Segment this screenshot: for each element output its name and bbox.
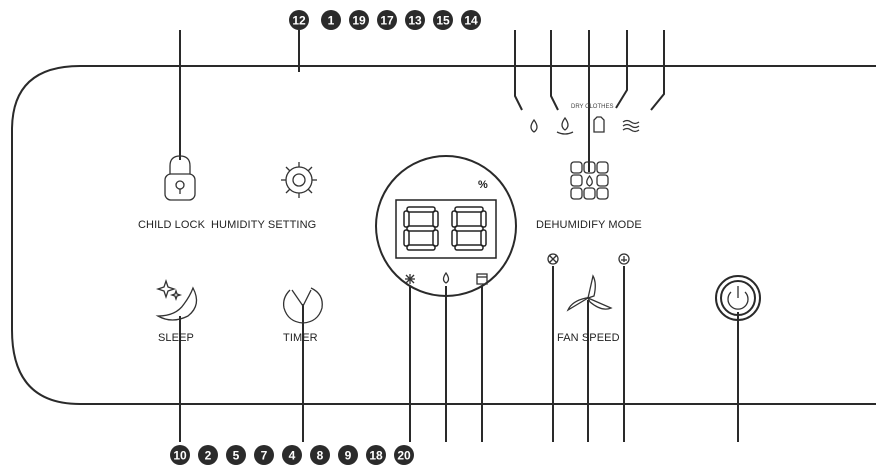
svg-text:14: 14 <box>464 14 478 28</box>
callouts-top: 12 1 19 17 13 15 14 <box>289 10 481 30</box>
svg-text:4: 4 <box>289 449 296 463</box>
svg-text:7: 7 <box>261 449 268 463</box>
callout-badge: 19 <box>349 10 369 30</box>
fan-high-icon <box>618 253 630 265</box>
callouts-bottom: 10 2 5 7 4 8 9 18 20 <box>170 445 414 465</box>
digit-left <box>403 206 439 251</box>
svg-text:8: 8 <box>317 449 324 463</box>
callout-badge: 15 <box>433 10 453 30</box>
svg-text:5: 5 <box>233 449 240 463</box>
dehumidify-mode-label: DEHUMIDIFY MODE <box>536 219 642 231</box>
callout-badge: 18 <box>366 445 386 465</box>
lock-icon[interactable] <box>164 155 196 201</box>
timer-label: TIMER <box>283 332 318 344</box>
power-icon[interactable] <box>715 275 761 321</box>
sleep-label: SLEEP <box>158 332 194 344</box>
svg-text:13: 13 <box>408 14 422 28</box>
svg-text:9: 9 <box>345 449 352 463</box>
callout-badge: 13 <box>405 10 425 30</box>
panel-outline <box>11 65 876 405</box>
shirt-icon <box>593 116 605 133</box>
callout-badge: 17 <box>377 10 397 30</box>
callout-badge: 1 <box>321 10 341 30</box>
callout-badge: 10 <box>170 445 190 465</box>
callout-badge: 12 <box>289 10 309 30</box>
child-lock-label: CHILD LOCK <box>138 219 206 231</box>
dry-clothes-label: DRY CLOTHES <box>571 104 613 110</box>
drop-indicator-icon <box>442 271 450 284</box>
svg-text:1: 1 <box>328 14 335 28</box>
callout-badge: 8 <box>310 445 330 465</box>
svg-text:17: 17 <box>380 14 394 28</box>
svg-text:20: 20 <box>397 449 411 463</box>
leader-lines-bottom <box>179 266 739 442</box>
svg-text:18: 18 <box>369 449 383 463</box>
svg-text:12: 12 <box>292 14 306 28</box>
callout-badge: 4 <box>282 445 302 465</box>
callout-badge: 14 <box>461 10 481 30</box>
mode-grid-icon[interactable] <box>570 161 609 200</box>
callout-badge: 7 <box>254 445 274 465</box>
svg-text:10: 10 <box>173 449 187 463</box>
percent-sign: % <box>478 179 488 191</box>
digit-right <box>451 206 487 251</box>
leader-lines-top <box>179 30 665 172</box>
humidity-setting-label: HUMIDITY SETTING <box>211 219 316 231</box>
seven-segment-display <box>395 199 497 259</box>
callout-badge: 2 <box>198 445 218 465</box>
svg-text:2: 2 <box>205 449 212 463</box>
drop-icon <box>530 118 538 133</box>
svg-text:19: 19 <box>352 14 366 28</box>
fan-speed-label: FAN SPEED <box>557 332 620 344</box>
snowflake-icon <box>405 274 415 284</box>
display-panel: % <box>375 155 517 297</box>
tank-full-icon <box>476 273 488 285</box>
callout-badge: 20 <box>394 445 414 465</box>
drop-wave-icon <box>556 116 574 135</box>
svg-text:15: 15 <box>436 14 450 28</box>
callout-badge: 9 <box>338 445 358 465</box>
moon-stars-icon[interactable] <box>155 278 198 321</box>
gear-icon[interactable] <box>281 162 317 198</box>
wind-icon <box>622 119 640 133</box>
fan-icon[interactable] <box>566 274 613 312</box>
timer-icon[interactable] <box>282 287 323 324</box>
fan-low-icon <box>547 253 559 265</box>
callout-badge: 5 <box>226 445 246 465</box>
